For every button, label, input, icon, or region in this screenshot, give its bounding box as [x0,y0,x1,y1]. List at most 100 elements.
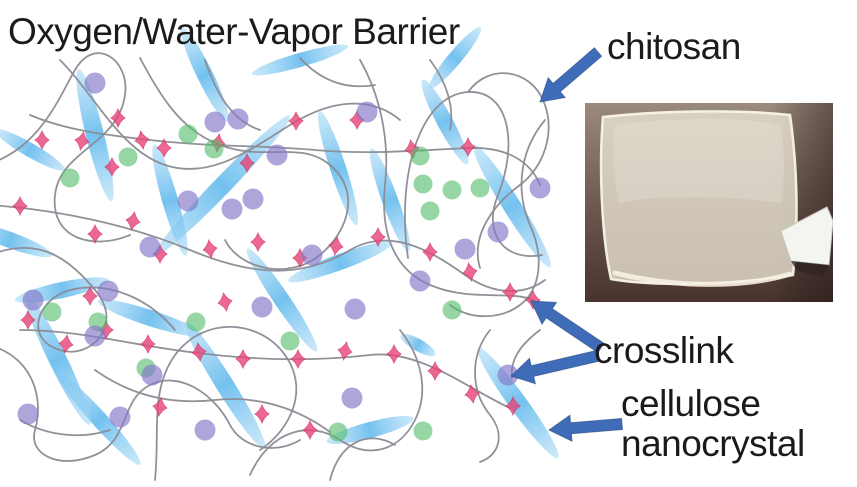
film-sheen [613,119,784,203]
crosslink-diamond [250,231,266,253]
figure-title: Oxygen/Water-Vapor Barrier [8,11,460,52]
film-rolled-edge [612,270,793,287]
cellulose-nanocrystal-ellipse [184,321,266,449]
purple-node [356,101,378,123]
chitosan-chain [329,437,396,481]
cellulose-nanocrystal-ellipse [400,333,436,357]
chitosan-chain [29,114,541,186]
crosslink-diamond [152,397,168,417]
crosslink-diamond [302,419,318,441]
chitosan-chain [449,119,546,318]
chitosan-chain [467,72,550,269]
crosslink-diamond [125,211,141,231]
crosslink-diamond [202,239,218,259]
crosslink-diamond [464,384,480,404]
purple-node [409,270,431,292]
green-node [186,312,206,332]
cellulose-nanocrystal-ellipse [421,79,469,165]
crosslink-diamond [82,285,98,307]
cellulose-nanocrystal-ellipse [288,241,392,283]
crosslink-diamond [422,241,438,263]
chitosan-chain [0,52,131,243]
purple-node [251,296,273,318]
purple-node [84,72,106,94]
crosslink-diamond [427,360,443,382]
cellulose-nanocrystal-ellipse [97,299,203,337]
crosslink-diamond [370,226,386,248]
crosslink-arrow-upper [530,300,605,354]
label-cellulose-nanocrystal: cellulose nanocrystal [621,384,805,464]
crosslink-diamond [140,333,156,355]
purple-node [194,419,216,441]
purple-node [17,403,39,425]
crosslink-diamond [337,341,353,361]
cellulose-nanocrystal-ellipse [246,248,318,352]
cellulose-nanocrystal-ellipse [0,129,65,171]
cellulose-nanocrystal-ellipse [251,44,349,76]
chitosan-chain [474,329,500,463]
chitosan-chain [94,369,331,433]
cellulose-nanocrystal-ellipse [76,68,114,202]
cellulose-nanocrystal-ellipse [326,416,414,444]
chitosan-chain [429,59,453,131]
chitosan-chain [299,57,376,88]
crosslink-diamond [505,395,521,417]
chitosan-chain [59,59,401,170]
green-node [410,146,430,166]
purple-node [97,280,119,302]
spatula-shadow [791,261,829,277]
purple-node [529,177,551,199]
crosslink-arrow-lower [510,349,599,385]
crosslink-diamond [217,292,233,312]
purple-node [242,188,264,210]
cellulose-nanocrystal-ellipse [153,115,291,257]
cellulose-nanocrystal-ellipse [181,28,229,122]
crosslink-diamond [74,131,90,151]
crosslink-diamond [525,289,541,311]
green-node [204,139,224,159]
cellulose-nanocrystal-ellipse [428,27,482,89]
purple-node [344,298,366,320]
crosslink-diamond [34,129,50,151]
cellulose-arrow [548,414,624,443]
green-node [42,302,62,322]
green-node [178,124,198,144]
purple-node [341,387,363,409]
cellulose-nanocrystal-ellipse [25,295,91,425]
green-node [413,421,433,441]
green-node [470,178,490,198]
crosslink-diamond [328,236,344,256]
crosslink-diamond [20,309,36,331]
purple-node [177,190,199,212]
crosslink-diamond [502,281,518,303]
crosslink-diamond [191,342,207,362]
green-node [328,422,348,442]
cellulose-nanocrystal-ellipse [369,148,411,252]
green-node [420,201,440,221]
purple-node [454,238,476,260]
green-node [118,147,138,167]
purple-node [204,111,226,133]
purple-node [109,406,131,428]
label-cellulose-line1: cellulose [621,383,761,424]
crosslink-diamond [156,137,172,159]
green-node [442,180,462,200]
green-node [442,300,462,320]
purple-node [22,289,44,311]
crosslink-diamond [254,403,270,425]
chitosan-chain [0,204,546,292]
crosslink-diamond [239,152,255,174]
cellulose-nanocrystal-ellipse [0,222,53,258]
crosslink-diamond [386,343,402,365]
purple-node [497,364,519,386]
spatula-tool [780,206,833,266]
chitosan-chain [249,329,424,476]
purple-node [227,108,249,130]
purple-node [301,244,323,266]
green-node [60,168,80,188]
label-crosslink: crosslink [594,330,734,371]
cellulose-nanocrystal-ellipse [152,144,188,256]
purple-node [487,221,509,243]
